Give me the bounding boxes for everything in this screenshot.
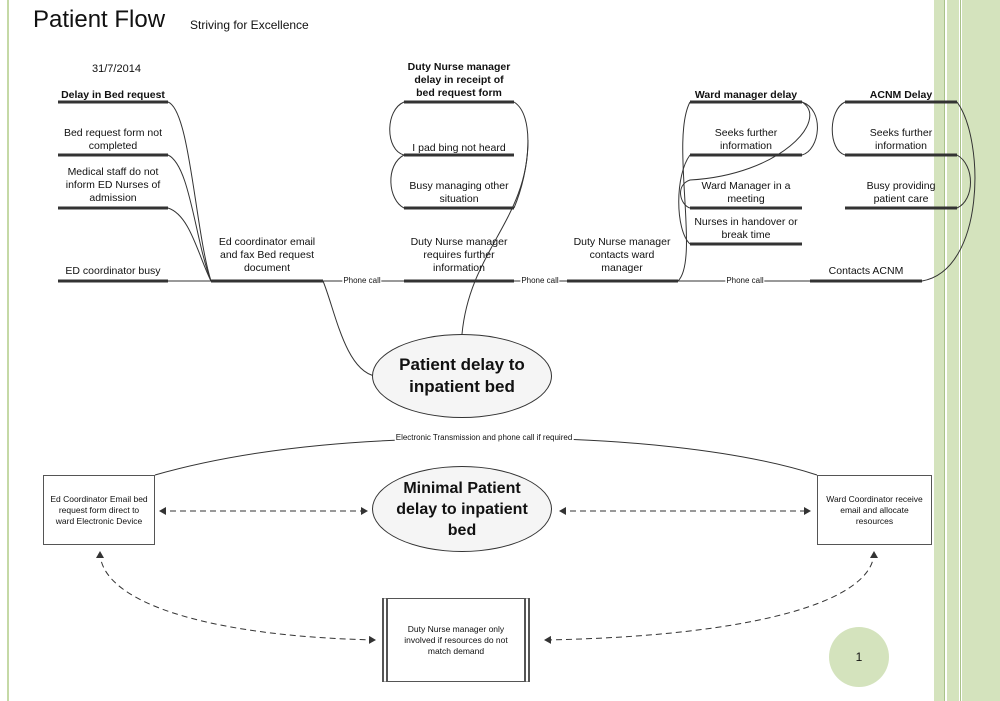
label-duty-nurse-delay: Duty Nurse manager delay in receipt of b… — [407, 61, 511, 99]
label-busy-patient-care: Busy providing patient care — [866, 180, 936, 205]
minimal-patient-delay-ellipse: Minimal Patient delay to inpatient bed — [372, 466, 552, 552]
label-ward-manager-meeting: Ward Manager in a meeting — [701, 180, 791, 205]
bone-lines — [58, 100, 957, 283]
right-band-2 — [947, 0, 959, 701]
label-ipad-bing: I pad bing not heard — [412, 142, 506, 154]
page-number: 1 — [829, 627, 889, 687]
label-phone-call-1: Phone call — [342, 276, 382, 286]
right-band-1 — [934, 0, 944, 701]
ward-coordinator-box: Ward Coordinator receive email and alloc… — [817, 475, 932, 545]
label-ed-coordinator-busy: ED coordinator busy — [65, 265, 161, 277]
label-delay-in-bed-request: Delay in Bed request — [61, 89, 165, 101]
label-bed-request-form: Bed request form not completed — [63, 127, 163, 152]
connector-lines — [154, 101, 976, 476]
label-duty-nurse-contacts-ward: Duty Nurse manager contacts ward manager — [573, 236, 671, 274]
label-ed-coordinator-email: Ed coordinator email and fax Bed request… — [218, 236, 316, 274]
label-seeks-info-1: Seeks further information — [714, 127, 778, 152]
label-phone-call-2: Phone call — [520, 276, 560, 286]
page-subtitle: Striving for Excellence — [190, 18, 309, 32]
date-label: 31/7/2014 — [92, 63, 141, 75]
patient-delay-ellipse: Patient delay to inpatient bed — [372, 334, 552, 418]
right-band-3 — [962, 0, 1000, 701]
label-contacts-acnm: Contacts ACNM — [828, 265, 904, 277]
label-electronic-transmission: Electronic Transmission and phone call i… — [394, 433, 574, 443]
right-line-2 — [960, 0, 961, 701]
label-medical-staff: Medical staff do not inform ED Nurses of… — [65, 166, 161, 204]
label-busy-managing: Busy managing other situation — [409, 180, 509, 205]
right-line-1 — [944, 0, 945, 701]
duty-nurse-manager-box: Duty Nurse manager only involved if reso… — [382, 598, 530, 682]
label-ward-manager-delay: Ward manager delay — [694, 89, 798, 101]
label-acnm-delay: ACNM Delay — [869, 89, 933, 101]
label-nurses-handover: Nurses in handover or break time — [694, 216, 798, 241]
left-page-border — [0, 0, 9, 701]
label-phone-call-3: Phone call — [725, 276, 765, 286]
dashed-arrows — [96, 507, 878, 644]
ed-coordinator-email-box: Ed Coordinator Email bed request form di… — [43, 475, 155, 545]
page-title: Patient Flow — [33, 6, 166, 33]
label-seeks-info-2: Seeks further information — [869, 127, 933, 152]
label-duty-nurse-requires-info: Duty Nurse manager requires further info… — [410, 236, 508, 274]
